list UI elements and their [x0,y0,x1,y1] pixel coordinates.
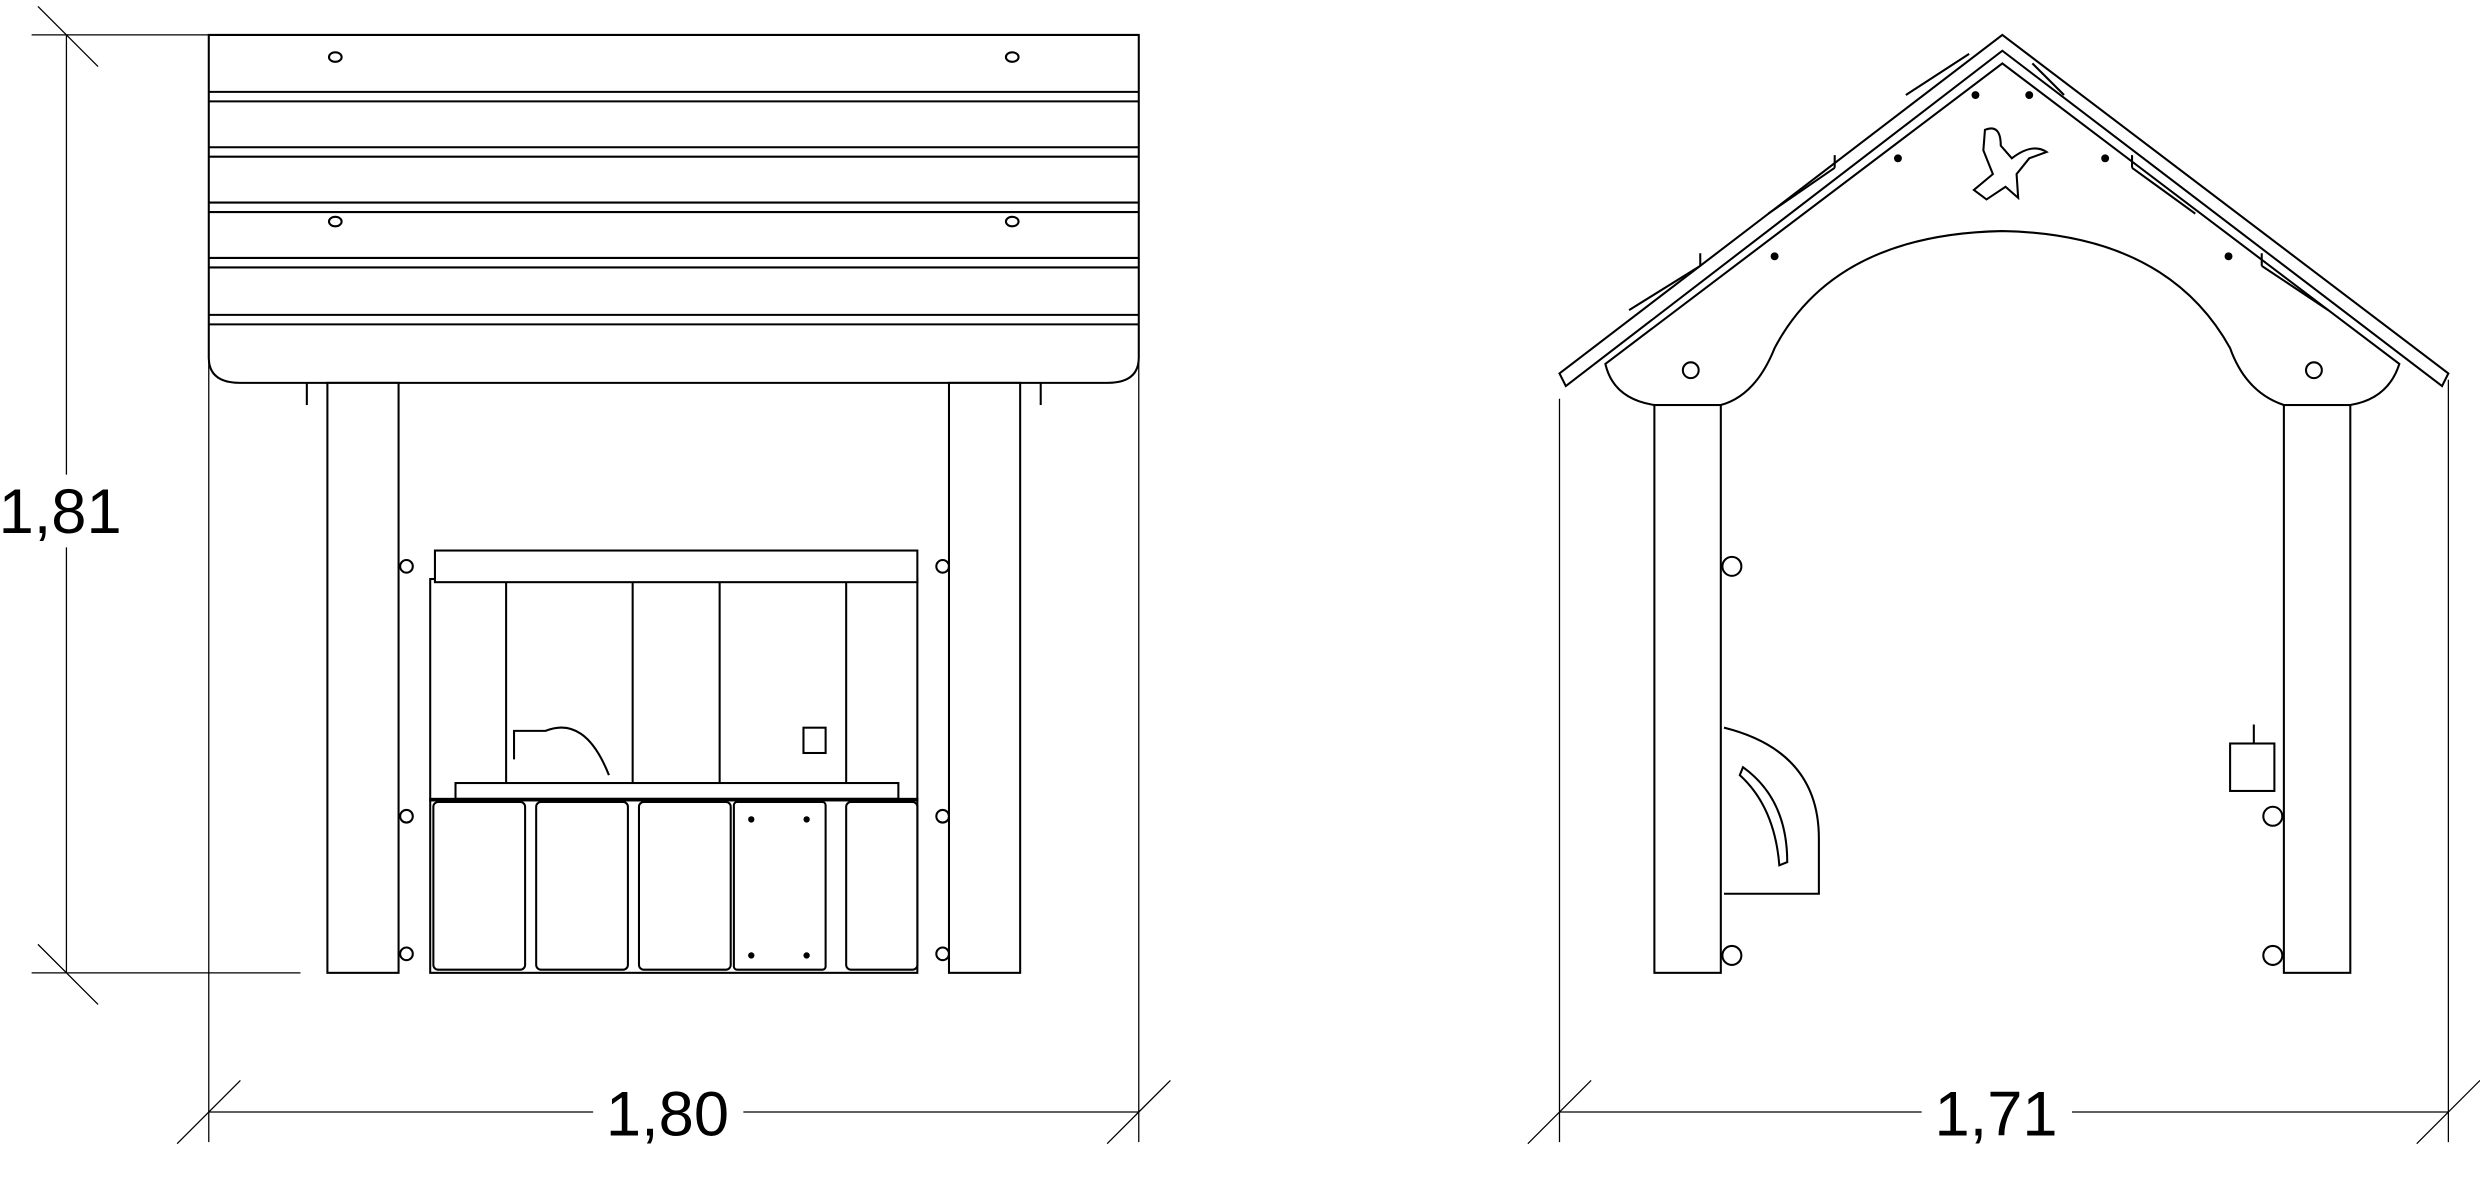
roof-front [207,33,1140,406]
height-label: 1,81 [0,477,122,547]
gable-roof [1558,33,2450,407]
width-label: 1,80 [606,1080,729,1150]
side-width-dimension: 1,71 [1527,379,2480,1150]
left-post [326,381,400,974]
side-width-label: 1,71 [1934,1080,2057,1150]
side-view: 1,71 [1527,33,2480,1150]
front-panel [399,549,951,974]
height-dimension: 1,81 [0,6,301,1005]
side-hardware [1721,555,2284,966]
side-left-post [1653,404,1722,974]
figure-cutout-icon [1972,127,2049,201]
front-view: 1,81 1,80 [0,6,1171,1150]
right-post [947,381,1022,974]
side-right-post [2282,404,2352,974]
